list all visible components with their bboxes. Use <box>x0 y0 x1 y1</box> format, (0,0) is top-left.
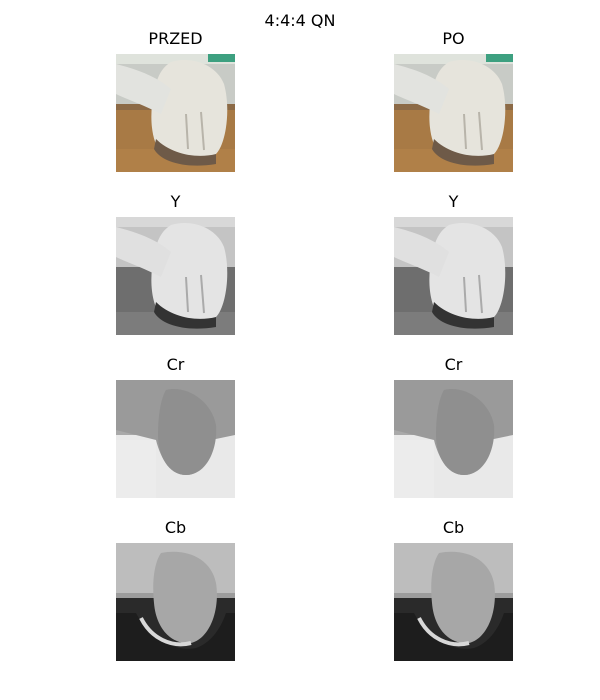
panel-title: Cb <box>442 518 465 537</box>
panel-title: Cr <box>166 355 185 374</box>
paw-image-cb-before <box>116 543 235 661</box>
panel-title: Cb <box>164 518 187 537</box>
paw-image-cr-before <box>116 380 235 498</box>
paw-image-y-after <box>394 217 513 335</box>
paw-image-rgb-after <box>394 54 513 172</box>
panel-title: PRZED <box>148 29 203 48</box>
paw-image-cr-after <box>394 380 513 498</box>
paw-image-cb-after <box>394 543 513 661</box>
panel-title: Y <box>170 192 181 211</box>
figure-title: 4:4:4 QN <box>264 11 336 30</box>
panel-title: Y <box>448 192 459 211</box>
panel-title: Cr <box>444 355 463 374</box>
paw-image-y-before <box>116 217 235 335</box>
panel-title: PO <box>442 29 465 48</box>
paw-image-rgb-before <box>116 54 235 172</box>
